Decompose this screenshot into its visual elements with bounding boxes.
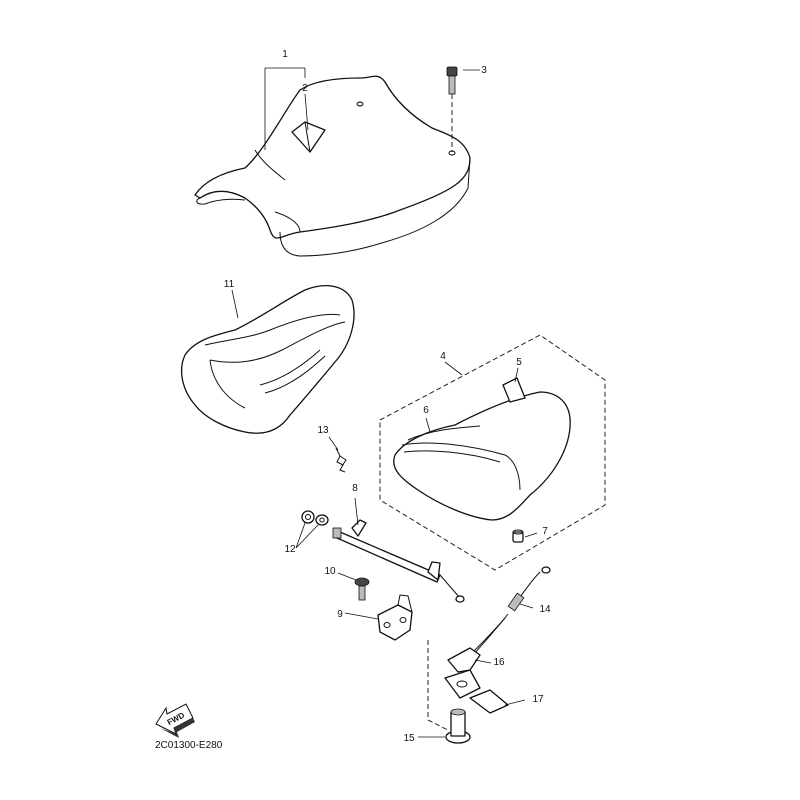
lock-bracket bbox=[444, 647, 481, 699]
callout-2: 2 bbox=[302, 83, 308, 94]
rear-seat bbox=[181, 285, 355, 434]
callout-6: 6 bbox=[423, 405, 429, 416]
cable bbox=[469, 566, 551, 656]
bolt-10 bbox=[354, 577, 370, 601]
callout-16: 16 bbox=[493, 657, 505, 668]
rider-seat bbox=[194, 75, 471, 257]
seat-hole bbox=[356, 101, 364, 107]
fwd-arrow-icon: FWD bbox=[155, 703, 195, 738]
callout-13: 13 bbox=[317, 425, 329, 436]
damper bbox=[512, 529, 524, 543]
clip bbox=[335, 447, 347, 473]
callout-11: 11 bbox=[224, 279, 235, 290]
rod bbox=[332, 519, 465, 603]
kit-outline bbox=[379, 334, 606, 571]
callout-9: 9 bbox=[337, 609, 343, 620]
key-cylinder bbox=[427, 640, 471, 744]
diagram-code: 2C01300-E280 bbox=[155, 740, 223, 751]
callout-5: 5 bbox=[516, 357, 522, 368]
callout-10: 10 bbox=[324, 566, 336, 577]
seat-tape bbox=[291, 121, 326, 153]
callout-3: 3 bbox=[481, 65, 487, 76]
bracket bbox=[377, 594, 413, 641]
seat-cowl bbox=[393, 391, 571, 521]
callout-15: 15 bbox=[403, 733, 415, 744]
lock-plate bbox=[469, 689, 509, 714]
callout-14: 14 bbox=[539, 604, 551, 615]
callouts: 1 2 3 4 5 6 7 8 9 10 11 12 13 14 15 16 1… bbox=[224, 49, 551, 744]
callout-7: 7 bbox=[542, 526, 548, 537]
grommets bbox=[301, 510, 329, 526]
callout-4: 4 bbox=[440, 351, 446, 362]
bolt bbox=[446, 66, 458, 156]
leader-lines bbox=[231, 67, 538, 738]
callout-17: 17 bbox=[532, 694, 544, 705]
cowl-tape bbox=[502, 377, 526, 403]
callout-1: 1 bbox=[282, 49, 288, 60]
callout-12: 12 bbox=[284, 544, 296, 555]
callout-8: 8 bbox=[352, 483, 358, 494]
